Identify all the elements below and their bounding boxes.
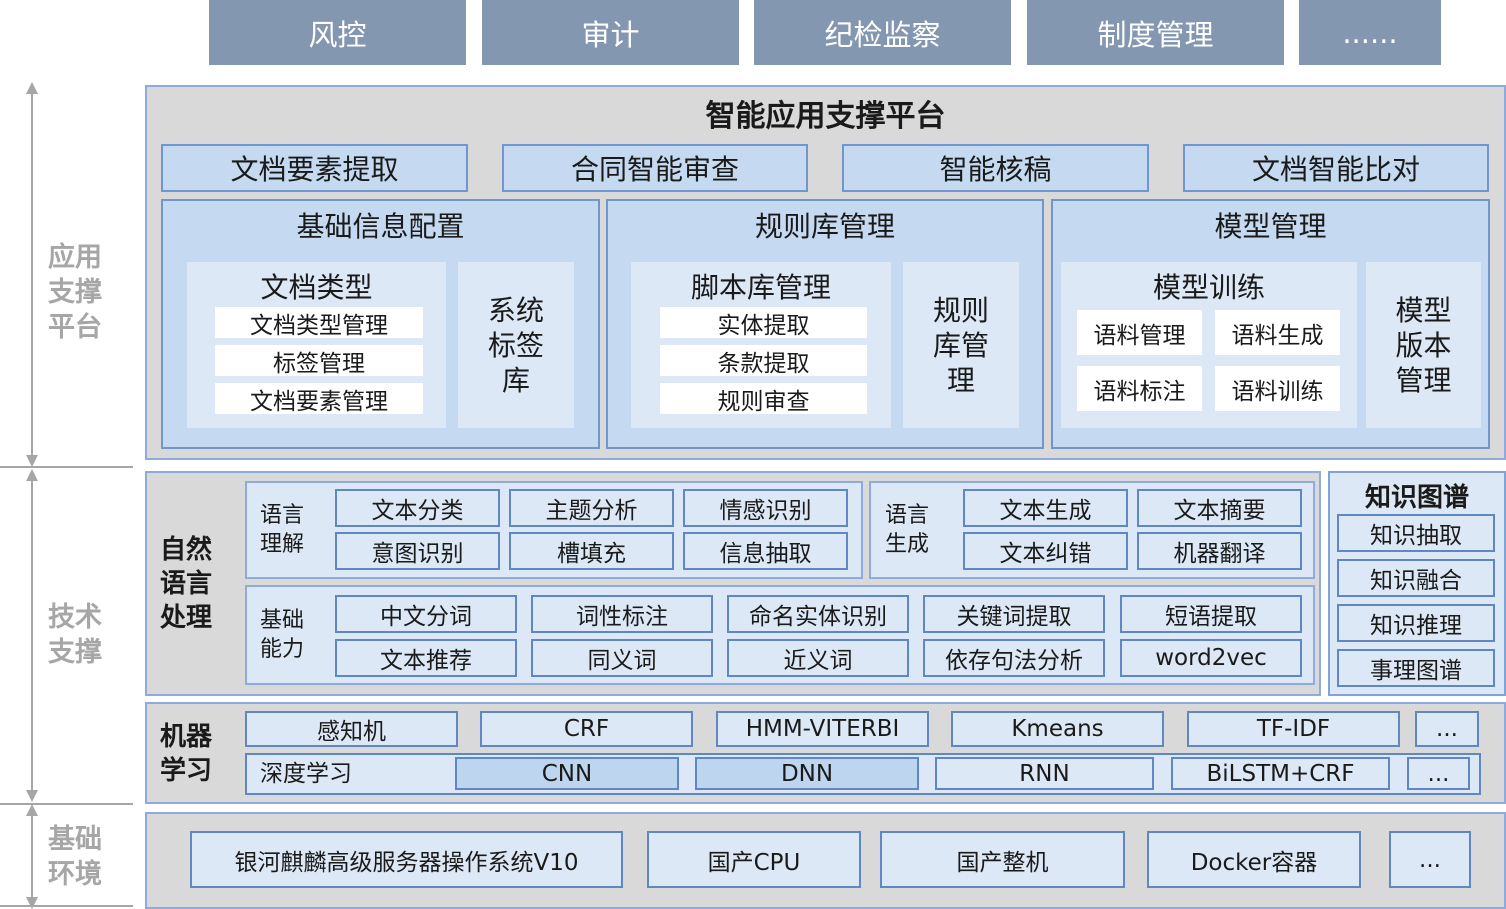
doc-type-item[interactable]: 文档要素管理 [215,383,423,415]
language-understanding-label: 语言理解 [260,503,305,557]
side-axis [26,82,38,909]
kg-item[interactable]: 知识抽取 [1337,514,1495,552]
dl-model-more[interactable]: ... [1407,757,1470,790]
knowledge-graph-title: 知识图谱 [1364,482,1469,513]
feature-smart-proofread[interactable]: 智能核稿 [842,144,1149,192]
model-training-title: 模型训练 [1152,271,1265,304]
nlp-label: 自然语言处理 [160,535,213,633]
script-lib-title: 脚本库管理 [690,271,831,304]
feature-doc-compare[interactable]: 文档智能比对 [1183,144,1489,192]
model-version-mgmt[interactable]: 模型版本管理 [1366,262,1481,428]
basic-ability-item[interactable]: 依存句法分析 [923,639,1105,677]
axis-divider-2 [0,803,133,805]
side-label-base-env: 基础环境 [48,824,102,890]
doc-type-item[interactable]: 文档类型管理 [215,307,423,339]
tab-policy-management[interactable]: 制度管理 [1027,0,1284,65]
ml-algo[interactable]: HMM-VITERBI [716,711,929,747]
side-label-app-platform: 应用支撑平台 [48,242,102,343]
nlu-item[interactable]: 槽填充 [509,532,674,570]
basic-ability-item[interactable]: 同义词 [531,639,713,677]
basic-ability-item[interactable]: word2vec [1120,639,1302,677]
dl-model[interactable]: CNN [455,757,679,790]
ml-algo[interactable]: TF-IDF [1187,711,1400,747]
feature-contract-review[interactable]: 合同智能审查 [502,144,808,192]
nlu-item[interactable]: 意图识别 [335,532,500,570]
doc-type-title: 文档类型 [260,271,373,304]
deep-learning-label: 深度学习 [260,761,352,787]
system-tag-lib[interactable]: 系统标签库 [458,262,574,428]
model-mgmt-title: 模型管理 [1214,210,1327,243]
dl-model[interactable]: BiLSTM+CRF [1171,757,1390,790]
script-item[interactable]: 实体提取 [660,307,867,339]
basic-ability-item[interactable]: 命名实体识别 [727,595,909,633]
kg-item[interactable]: 知识融合 [1337,559,1495,597]
dl-model[interactable]: DNN [695,757,919,790]
training-item[interactable]: 语料生成 [1215,310,1340,355]
language-generation-label: 语言生成 [885,503,930,557]
env-cpu[interactable]: 国产CPU [647,831,861,888]
side-label-tech-support: 技术支撑 [48,602,102,668]
basic-ability-item[interactable]: 词性标注 [531,595,713,633]
tab-more[interactable]: ...... [1299,0,1441,65]
ml-algo-more[interactable]: ... [1415,711,1479,747]
nlu-item[interactable]: 主题分析 [509,489,674,527]
training-item[interactable]: 语料管理 [1077,310,1202,355]
basic-ability-item[interactable]: 文本推荐 [335,639,517,677]
ml-algo[interactable]: 感知机 [245,711,458,747]
nlg-item[interactable]: 文本摘要 [1137,489,1302,527]
tab-discipline-inspection[interactable]: 纪检监察 [754,0,1011,65]
tab-risk-control[interactable]: 风控 [209,0,466,65]
axis-divider-3 [0,905,133,907]
nlu-item[interactable]: 情感识别 [683,489,848,527]
basic-ability-label: 基础能力 [260,608,305,662]
nlu-item[interactable]: 文本分类 [335,489,500,527]
doc-type-item[interactable]: 标签管理 [215,345,423,377]
script-item[interactable]: 规则审查 [660,383,867,415]
basic-ability-item[interactable]: 近义词 [727,639,909,677]
ml-algo[interactable]: Kmeans [951,711,1164,747]
platform-title: 智能应用支撑平台 [705,99,946,134]
env-more[interactable]: ... [1389,831,1471,888]
nlg-item[interactable]: 文本纠错 [963,532,1128,570]
rule-lib-title: 规则库管理 [754,210,895,243]
axis-divider-1 [0,466,133,468]
training-item[interactable]: 语料标注 [1077,366,1202,411]
ml-algo[interactable]: CRF [480,711,693,747]
kg-item[interactable]: 知识推理 [1337,604,1495,642]
basic-info-config-title: 基础信息配置 [296,210,465,243]
dl-model[interactable]: RNN [935,757,1154,790]
env-docker[interactable]: Docker容器 [1147,831,1361,888]
rule-lib-mgmt[interactable]: 规则库管理 [903,262,1019,428]
basic-ability-item[interactable]: 关键词提取 [923,595,1105,633]
nlg-item[interactable]: 文本生成 [963,489,1128,527]
training-item[interactable]: 语料训练 [1215,366,1340,411]
script-item[interactable]: 条款提取 [660,345,867,377]
ml-label: 机器学习 [160,722,213,786]
basic-ability-item[interactable]: 短语提取 [1120,595,1302,633]
feature-doc-element-extract[interactable]: 文档要素提取 [161,144,468,192]
env-os[interactable]: 银河麒麟高级服务器操作系统V10 [190,831,623,888]
basic-ability-item[interactable]: 中文分词 [335,595,517,633]
nlg-item[interactable]: 机器翻译 [1137,532,1302,570]
kg-item[interactable]: 事理图谱 [1337,649,1495,687]
env-machine[interactable]: 国产整机 [880,831,1125,888]
nlu-item[interactable]: 信息抽取 [683,532,848,570]
tab-audit[interactable]: 审计 [482,0,739,65]
